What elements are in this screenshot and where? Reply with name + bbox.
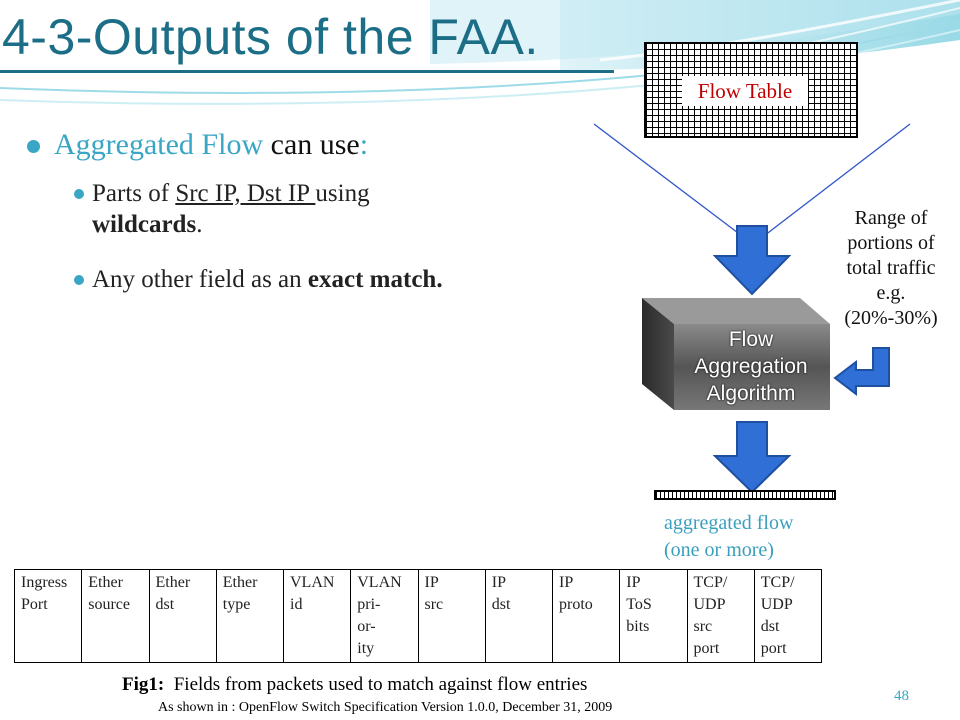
sub-bullet-dot xyxy=(74,189,84,199)
flow-aggregation-label: Flow Aggregation Algorithm xyxy=(676,326,826,407)
field-cell: IP src xyxy=(418,569,486,663)
funnel-line-left xyxy=(593,123,751,243)
sub1-text-a: Parts of xyxy=(92,180,176,207)
bullet-aggregated-flow-rest: can use xyxy=(263,128,360,161)
field-cell: Ether source xyxy=(81,569,150,663)
range-line-3: total traffic xyxy=(846,257,936,279)
field-cell: TCP/ UDP src port xyxy=(687,569,755,663)
bullet-dot xyxy=(27,140,40,153)
diagram-arrows xyxy=(593,123,911,494)
figure-caption-label: Fig1: xyxy=(122,674,165,695)
funnel-line-right xyxy=(755,123,911,243)
range-line-4: e.g. xyxy=(876,282,906,304)
title-underline xyxy=(0,70,614,73)
agg-line-1: aggregated flow xyxy=(664,512,794,534)
field-cell: TCP/ UDP dst port xyxy=(754,569,823,663)
field-cell: Ether type xyxy=(216,569,285,663)
bullet-aggregated-flow-highlight: Aggregated Flow xyxy=(54,128,264,161)
field-cell: Ether dst xyxy=(149,569,217,663)
algo-line-1: Flow xyxy=(728,328,774,351)
sub1-bold: wildcards xyxy=(92,211,197,238)
field-cell: IP dst xyxy=(485,569,554,663)
sub-bullet-exact-match: Any other field as an exact match. xyxy=(92,264,443,295)
aggregated-flow-bar xyxy=(654,490,836,500)
field-cell: Ingress Port xyxy=(13,569,83,663)
range-input-arrow xyxy=(833,347,890,397)
sub2-bold: exact match. xyxy=(307,266,443,293)
bullet-aggregated-flow-colon: : xyxy=(359,128,369,161)
range-line-5: (20%-30%) xyxy=(844,307,938,329)
bullet-aggregated-flow: Aggregated Flow can use: xyxy=(54,128,368,162)
range-note: Range of portions of total traffic e.g. … xyxy=(824,206,958,331)
sub1-text-b: using xyxy=(315,180,370,207)
figure-source: As shown in : OpenFlow Switch Specificat… xyxy=(158,700,613,715)
flow-table-label: Flow Table xyxy=(682,76,808,106)
packet-fields-table: Ingress Port Ether source Ether dst Ethe… xyxy=(13,569,823,663)
page-number: 48 xyxy=(894,688,909,704)
range-line-1: Range of xyxy=(854,207,928,229)
algo-line-2: Aggregation xyxy=(694,355,808,378)
figure-caption-text: Fields from packets used to match agains… xyxy=(164,674,588,695)
range-line-2: portions of xyxy=(847,232,935,254)
field-cell: IP proto xyxy=(552,569,621,663)
page-title: 4-3-Outputs of the FAA. xyxy=(2,9,539,65)
algo-line-3: Algorithm xyxy=(706,382,796,405)
figure-caption: Fig1: Fields from packets used to match … xyxy=(122,674,587,696)
sub1-underlined: Src IP, Dst IP xyxy=(175,180,316,207)
sub-bullet-wildcards: Parts of Src IP, Dst IP using wildcards. xyxy=(92,178,512,240)
sub1-end: . xyxy=(196,211,203,238)
field-cell: VLAN pri- or- ity xyxy=(350,569,419,663)
table-row: Ingress Port Ether source Ether dst Ethe… xyxy=(13,569,823,663)
agg-line-2: (one or more) xyxy=(664,539,774,561)
aggregated-flow-label: aggregated flow (one or more) xyxy=(664,510,793,564)
sub-bullet-dot xyxy=(74,275,84,285)
down-arrow-bottom xyxy=(712,421,792,494)
field-cell: VLAN id xyxy=(283,569,352,663)
down-arrow-top xyxy=(712,225,792,296)
flow-aggregation-box xyxy=(642,298,830,410)
sub2-text: Any other field as an xyxy=(92,266,308,293)
field-cell: IP ToS bits xyxy=(619,569,688,663)
